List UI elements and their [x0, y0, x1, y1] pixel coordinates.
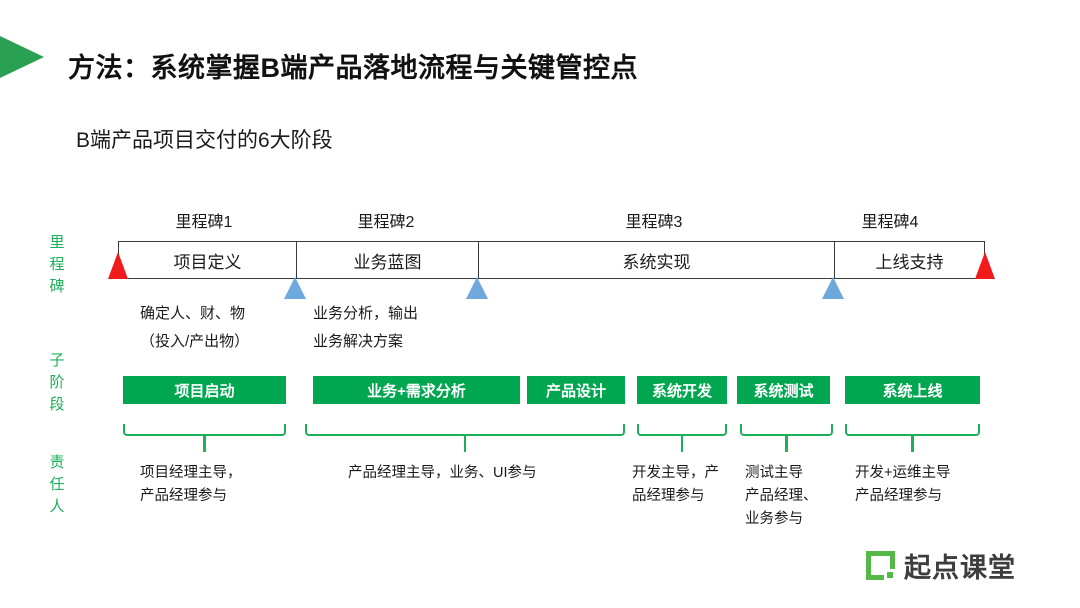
red-triangle-marker-end: [975, 252, 995, 279]
milestone-label-1: 里程碑1: [175, 214, 233, 231]
row-label-char: 人: [49, 497, 65, 515]
milestone-label-2: 里程碑2: [357, 214, 415, 231]
page-title: 方法：系统掌握B端产品落地流程与关键管控点: [68, 53, 638, 83]
brace-stem: [911, 436, 914, 452]
row-label-char: 子: [49, 352, 65, 369]
owner-brace-5: [845, 418, 980, 452]
owner-line: 产品经理主导，业务、UI参与: [348, 465, 537, 481]
brace-bracket: [740, 424, 833, 436]
logo-ring: [866, 551, 895, 580]
note-line: （投入/产出物）: [140, 332, 250, 350]
row-label-char: 里: [49, 234, 65, 251]
milestone-segment-4[interactable]: 上线支持: [834, 242, 984, 278]
brand-name: 起点课堂: [904, 553, 1016, 583]
milestone-segment-1[interactable]: 项目定义: [173, 252, 242, 272]
owner-line: 测试主导: [745, 465, 803, 481]
owner-line: 项目经理主导，: [140, 465, 242, 481]
owner-line: 产品经理、: [745, 488, 818, 505]
row-label-milestone: 里 程 碑: [44, 232, 70, 297]
milestone-note-2: 业务分析，输出 业务解决方案: [313, 300, 418, 356]
row-label-char: 段: [49, 395, 65, 413]
stage-box-5[interactable]: 系统测试: [737, 376, 830, 404]
logo-dot: [887, 572, 893, 578]
owner-text-1: 项目经理主导， 产品经理参与: [140, 462, 242, 508]
row-label-char: 任: [49, 475, 65, 493]
stage-box-2[interactable]: 业务+需求分析: [313, 376, 520, 404]
row-label-char: 碑: [49, 277, 65, 295]
owner-brace-1: [123, 418, 286, 452]
owner-text-2: 产品经理主导，业务、UI参与: [348, 462, 537, 485]
row-label-char: 程: [49, 255, 65, 273]
note-line: 业务解决方案: [313, 332, 404, 350]
brace-bracket: [637, 424, 727, 436]
owner-line: 开发主导，产: [632, 465, 719, 481]
row-label-char: 阶: [49, 373, 65, 391]
owner-line: 业务参与: [745, 511, 803, 528]
green-triangle-bullet-icon: [0, 36, 44, 78]
stage-box-4[interactable]: 系统开发: [637, 376, 727, 404]
owner-text-4: 测试主导 产品经理、 业务参与: [745, 462, 818, 532]
owner-brace-3: [637, 418, 727, 452]
note-line: 确定人、财、物: [140, 305, 246, 322]
brace-bracket: [845, 424, 980, 436]
brace-bracket: [123, 424, 286, 436]
blue-triangle-marker-1: [284, 277, 306, 299]
brace-stem: [785, 436, 788, 452]
milestone-label-3: 里程碑3: [625, 214, 683, 231]
milestone-bar: 里程碑1 里程碑2 里程碑3 里程碑4 项目定义 业务蓝图 系统实现 上线支持: [108, 214, 995, 299]
brace-stem: [463, 436, 467, 452]
owner-brace-4: [740, 418, 833, 452]
owner-line: 产品经理参与: [140, 488, 227, 505]
blue-triangle-marker-3: [822, 277, 844, 299]
row-label-char: 责: [49, 454, 65, 471]
owner-line: 开发+运维主导: [855, 465, 951, 481]
owner-brace-2: [305, 418, 625, 452]
brand-logo: 起点课堂: [866, 546, 1016, 585]
brace-stem: [680, 436, 684, 452]
owner-line: 产品经理参与: [855, 488, 942, 505]
owner-text-3: 开发主导，产 品经理参与: [632, 462, 719, 508]
stage-box-1[interactable]: 项目启动: [123, 376, 286, 404]
note-line: 业务分析，输出: [313, 305, 419, 322]
milestone-note-1: 确定人、财、物 （投入/产出物）: [140, 300, 249, 356]
qidian-square-logo-icon: [866, 551, 896, 581]
red-triangle-marker-start: [108, 252, 128, 279]
milestone-segment-3[interactable]: 系统实现: [478, 242, 834, 278]
owner-text-5: 开发+运维主导 产品经理参与: [855, 462, 950, 508]
row-label-substage: 子 阶 段: [44, 350, 70, 415]
owner-line: 品经理参与: [632, 488, 705, 505]
brace-bracket: [305, 424, 625, 436]
stage-box-6[interactable]: 系统上线: [845, 376, 980, 404]
milestone-label-4: 里程碑4: [861, 214, 919, 231]
stage-box-3[interactable]: 产品设计: [527, 376, 625, 404]
blue-triangle-marker-2: [466, 277, 488, 299]
brace-stem: [203, 436, 206, 452]
page-subtitle: B端产品项目交付的6大阶段: [76, 129, 333, 152]
milestone-segment-2[interactable]: 业务蓝图: [296, 242, 478, 278]
row-label-owner: 责 任 人: [44, 452, 70, 517]
milestone-bar-track: 项目定义 业务蓝图 系统实现 上线支持: [118, 241, 985, 279]
